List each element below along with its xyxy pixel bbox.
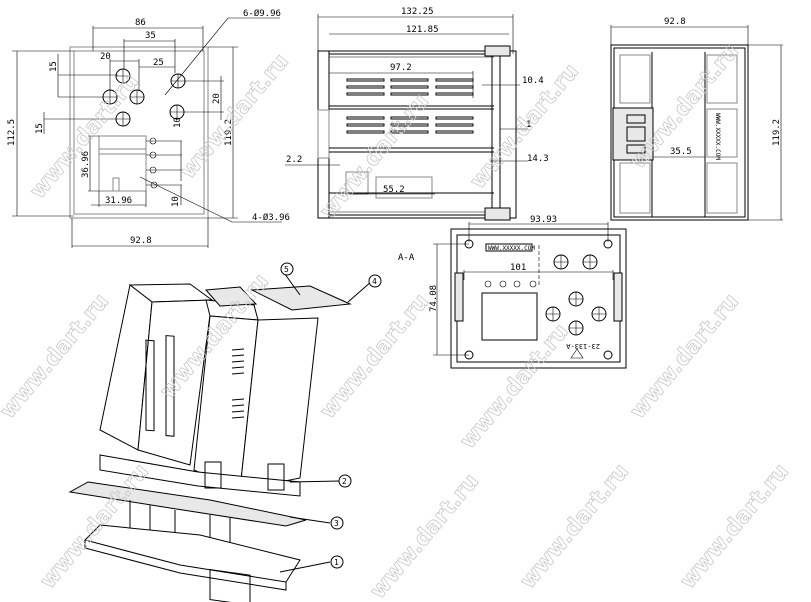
watermarks: www.dart.ru www.dart.ru www.dart.ru www.…: [0, 39, 794, 602]
front-view: 86 35 20 25 15 15 20 10 10 36.96 31.96 1…: [7, 8, 290, 248]
dim-31-96: 31.96: [105, 196, 132, 206]
dim-97-2: 97.2: [390, 63, 412, 73]
dim-15b: 15: [35, 123, 45, 134]
hole-icon: [129, 89, 145, 105]
latch-top: [484, 45, 511, 57]
rear-view: WWW.XXXXX.COM 92.8 119.2 35.5: [610, 17, 783, 221]
section-a-a: A-A WWW.XXXXX.COM 23-133-A 93.93 101 74.: [398, 215, 627, 369]
dim-10a: 10: [173, 117, 183, 128]
dim-119-2: 119.2: [224, 119, 234, 146]
display-window: [98, 135, 147, 192]
part-code: 23-133-A: [565, 342, 600, 350]
callout-4: 4: [368, 274, 382, 288]
front-bezel: [84, 524, 301, 583]
svg-text:4: 4: [372, 277, 377, 286]
section-title: A-A: [398, 253, 415, 263]
dim-10b: 10: [171, 196, 181, 207]
dim-112-5: 112.5: [7, 119, 17, 146]
led-holes: [146, 137, 182, 205]
callout-5: 5: [280, 262, 294, 276]
svg-text:1: 1: [334, 558, 339, 567]
svg-text:www.dart.ru: www.dart.ru: [625, 289, 744, 424]
mount-note: 4-Ø3.96: [252, 212, 290, 223]
dim-35-5: 35.5: [670, 147, 692, 157]
dim-121-85: 121.85: [406, 25, 439, 35]
front-panel-inner: [73, 50, 205, 215]
dim-20: 20: [100, 52, 111, 62]
dim-14-3: 14.3: [527, 154, 549, 164]
callout-1: 1: [330, 555, 344, 569]
gasket: [68, 481, 307, 527]
section-holes: [484, 254, 607, 336]
svg-text:www.dart.ru: www.dart.ru: [175, 49, 294, 184]
hole-icon: [115, 68, 131, 84]
dim-20b: 20: [212, 93, 222, 104]
din-clip: [612, 107, 654, 161]
dim-101: 101: [510, 263, 526, 273]
dim-35: 35: [145, 31, 156, 41]
dim-119-2-rear: 119.2: [772, 119, 782, 146]
vent-slots: [346, 78, 474, 134]
svg-text:www.dart.ru: www.dart.ru: [675, 459, 794, 594]
hole-note: 6-Ø9.96: [243, 8, 281, 19]
front-panel-outline: [69, 46, 209, 219]
dim-36-96: 36.96: [81, 151, 91, 178]
dim-92-8: 92.8: [130, 236, 152, 246]
screw-icons: [464, 239, 613, 360]
dim-92-8-rear: 92.8: [664, 17, 686, 27]
dim-15a: 15: [49, 61, 59, 72]
section-label: WWW.XXXXX.COM: [488, 245, 535, 252]
dim-2-2: 2.2: [286, 155, 302, 165]
hole-icon: [169, 104, 185, 120]
svg-text:2: 2: [342, 477, 347, 486]
latch-bottom: [484, 207, 511, 221]
svg-text:www.dart.ru: www.dart.ru: [0, 289, 114, 424]
svg-text:www.dart.ru: www.dart.ru: [515, 459, 634, 594]
callout-2: 2: [338, 474, 352, 488]
dim-86: 86: [135, 18, 146, 28]
svg-text:www.dart.ru: www.dart.ru: [25, 69, 144, 204]
dim-55-2: 55.2: [383, 185, 405, 195]
dim-1: 1: [526, 120, 531, 130]
dim-93-93: 93.93: [530, 215, 557, 225]
svg-text:3: 3: [334, 519, 339, 528]
dim-10-4: 10.4: [522, 76, 544, 86]
svg-text:www.dart.ru: www.dart.ru: [365, 469, 484, 602]
terminal-cover: [250, 285, 352, 311]
dim-74-08: 74.08: [429, 285, 439, 312]
side-view: 132.25 121.85 97.2 10.4 1 14.3 2.2 55.2: [285, 7, 549, 221]
rear-label: WWW.XXXXX.COM: [714, 113, 721, 160]
svg-text:www.dart.ru: www.dart.ru: [35, 459, 154, 594]
hole-icon: [170, 73, 186, 89]
callout-3: 3: [330, 516, 344, 530]
dim-132-25: 132.25: [401, 7, 434, 17]
svg-text:www.dart.ru: www.dart.ru: [315, 289, 434, 424]
svg-text:5: 5: [284, 265, 289, 274]
dim-25: 25: [153, 58, 164, 68]
exploded-view: 5 4 2 3 1: [68, 262, 382, 602]
